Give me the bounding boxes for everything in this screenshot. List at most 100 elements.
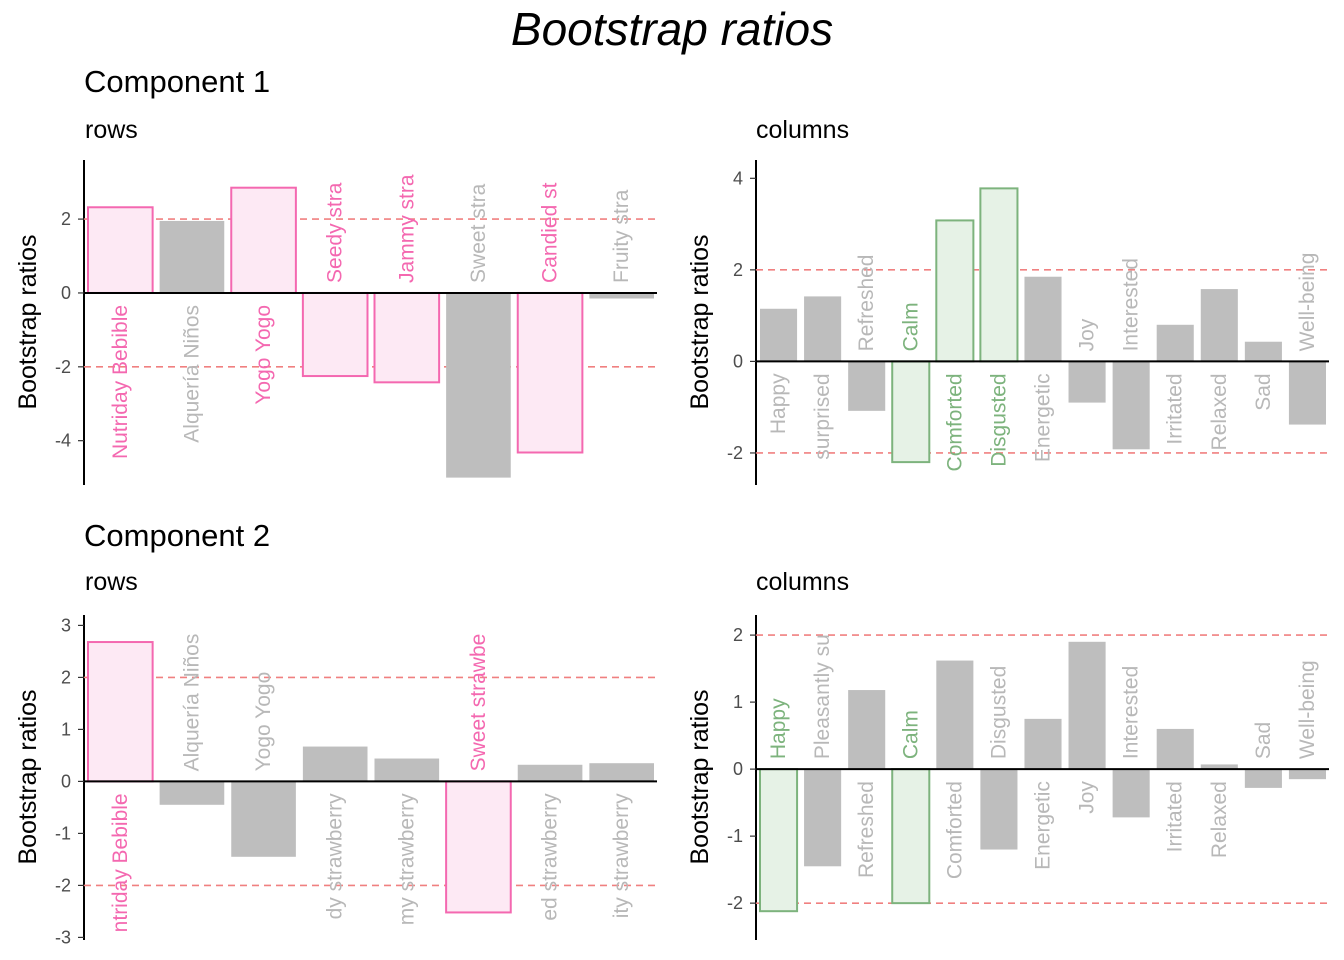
bar-label: Refreshed	[855, 255, 878, 352]
bar-label: ntriday Bebible	[109, 793, 132, 932]
bar	[589, 292, 654, 299]
bar-label: Joy	[1076, 781, 1099, 814]
bar-label: Yogo Yogo	[252, 305, 275, 405]
y-tick-label: -2	[727, 893, 743, 913]
bar-label: Energetic	[1032, 373, 1055, 462]
y-tick-label: 2	[733, 260, 743, 280]
bar	[848, 690, 886, 770]
bar	[1200, 764, 1238, 770]
bar	[980, 769, 1018, 850]
bar	[1244, 341, 1282, 362]
y-tick-label: 2	[733, 625, 743, 645]
bar-label: Pleasantly su	[811, 634, 834, 759]
component-1-rows-subtitle: rows	[85, 116, 138, 144]
bar-label: Energetic	[1032, 781, 1055, 870]
bar-label: Irritated	[1164, 373, 1187, 444]
bar	[1288, 769, 1326, 780]
bar	[302, 746, 368, 782]
bar	[87, 206, 154, 294]
bar-label: Sad	[1252, 373, 1275, 410]
bar	[760, 308, 798, 362]
bar-label: Comforted	[943, 373, 966, 471]
y-axis-label: Bootstrap ratios	[14, 234, 42, 409]
bar	[87, 641, 154, 783]
y-tick-label: -1	[55, 823, 71, 843]
bar	[1112, 361, 1150, 450]
bar	[373, 291, 441, 384]
component-1-columns-subtitle: columns	[756, 116, 850, 144]
component-2-rows-subtitle: rows	[85, 568, 138, 596]
bar	[759, 768, 799, 913]
bar-label: Sweet strawbe	[467, 634, 490, 772]
bar	[1068, 641, 1106, 770]
y-axis-label: Bootstrap ratios	[14, 689, 42, 864]
y-axis-label: Bootstrap ratios	[686, 234, 714, 409]
bar	[1112, 769, 1150, 818]
bar	[231, 781, 296, 857]
bar	[589, 763, 654, 782]
bar-label: Alquería Niños	[180, 305, 203, 443]
y-tick-label: -2	[55, 875, 71, 895]
y-tick-label: 0	[733, 759, 743, 779]
y-tick-label: 0	[61, 283, 71, 303]
bar-label: ity strawberry	[610, 793, 633, 918]
y-axis-label: Bootstrap ratios	[686, 689, 714, 864]
bar	[1068, 361, 1106, 403]
y-tick-label: 1	[61, 719, 71, 739]
bar	[891, 360, 931, 464]
bar-label: my strawberry	[395, 793, 418, 925]
chart-title: Bootstrap ratios	[510, 3, 834, 55]
y-tick-label: 0	[61, 771, 71, 791]
bar-label: Fruity stra	[610, 189, 633, 283]
component-2-title: Component 2	[84, 518, 271, 553]
bar-label: dy strawberry	[324, 793, 347, 920]
bar-label: Refreshed	[855, 781, 878, 878]
y-tick-label: -2	[55, 357, 71, 377]
bar-label: Relaxed	[1208, 373, 1231, 450]
bar-label: Happy	[767, 698, 790, 759]
bar	[1156, 728, 1194, 770]
bar	[804, 769, 842, 867]
y-tick-label: 0	[733, 351, 743, 371]
bar	[445, 780, 512, 914]
bar	[1200, 289, 1238, 362]
bar	[935, 219, 975, 363]
bar	[159, 781, 225, 805]
bar-label: Disgusted	[987, 666, 1010, 759]
bar-label: Nutriday Bebible	[109, 305, 132, 459]
y-tick-label: 4	[733, 168, 743, 188]
y-tick-label: -2	[727, 443, 743, 463]
bar-label: Well-being	[1296, 253, 1319, 352]
bar	[1024, 718, 1062, 770]
y-tick-label: -1	[727, 826, 743, 846]
bar	[979, 187, 1019, 363]
bar-label: Alquería Niños	[180, 634, 203, 772]
bar	[804, 296, 842, 362]
y-tick-label: 3	[61, 615, 71, 635]
bar-label: Happy	[767, 373, 790, 434]
bar-label: Candied st	[539, 182, 562, 283]
bar-label: Calm	[899, 302, 922, 351]
bar	[1156, 324, 1194, 362]
component-2-columns-subtitle: columns	[756, 568, 850, 596]
bar-label: Seedy stra	[324, 182, 347, 283]
bar-label: Disgusted	[987, 373, 1010, 466]
bar-label: Relaxed	[1208, 781, 1231, 858]
bar-label: Yogo Yogo	[252, 672, 275, 772]
bar	[848, 361, 886, 411]
y-tick-label: -3	[55, 927, 71, 947]
bar	[159, 220, 225, 293]
bar	[374, 758, 440, 782]
bar-label: Irritated	[1164, 781, 1187, 852]
y-tick-label: 1	[733, 692, 743, 712]
bar-label: ed strawberry	[539, 793, 562, 921]
bar	[446, 292, 511, 478]
bar	[517, 764, 583, 782]
bar-label: surprised	[811, 373, 834, 459]
component-1-title: Component 1	[84, 64, 271, 99]
bar	[891, 768, 931, 905]
bar-label: Interested	[1120, 258, 1143, 351]
